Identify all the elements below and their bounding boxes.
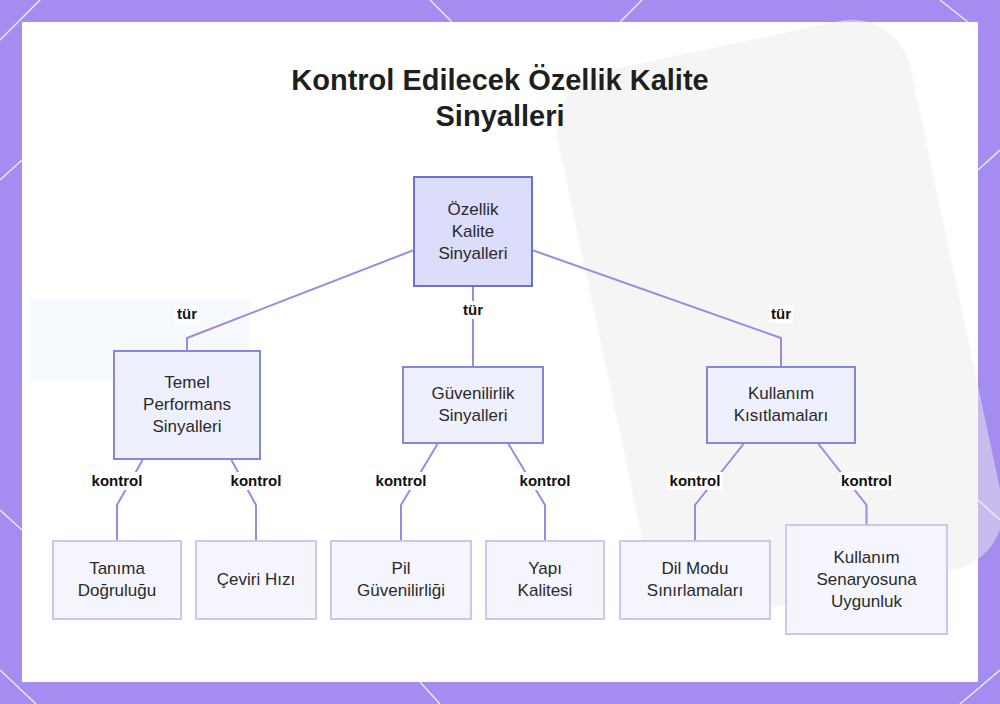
check-box: Yapı Kalitesi: [485, 540, 605, 620]
connector-line: [187, 250, 413, 350]
node-text-group: Yapı Kalitesi: [510, 558, 580, 602]
edge-label: kontrol: [90, 472, 145, 490]
node-label: Özellik Kalite Sinyalleri: [433, 199, 513, 265]
node-text-group: Dil Modu Sınırlamaları: [638, 558, 753, 602]
connector-line: [509, 444, 546, 540]
node-label: Çeviri Hızı: [217, 569, 295, 591]
edge-label: kontrol: [229, 472, 284, 490]
connector-line: [695, 444, 744, 540]
connector-line: [401, 444, 438, 540]
node-text-group: Temel Performans Sinyalleri: [135, 372, 240, 438]
root-box: Özellik Kalite Sinyalleri: [413, 176, 533, 287]
node-text-group: Kullanım Kısıtlamaları: [721, 383, 841, 427]
check-box: Kullanım Senaryosuna Uygunluk: [785, 524, 948, 635]
check-box: Pil Güvenilirliği: [330, 540, 472, 620]
diagram-title: Kontrol Edilecek Özellik Kalite Sinyalle…: [250, 62, 750, 134]
node-text-group: Çeviri Hızı: [217, 569, 295, 591]
node-label: Temel Performans Sinyalleri: [135, 372, 240, 438]
node-label: Kullanım Kısıtlamaları: [721, 383, 841, 427]
category-box: Temel Performans Sinyalleri: [113, 350, 261, 460]
check-box: Dil Modu Sınırlamaları: [619, 540, 771, 620]
node-text-group: Özellik Kalite Sinyalleri: [433, 199, 513, 265]
node-label: Kullanım Senaryosuna Uygunluk: [807, 547, 927, 613]
node-text-group: Güvenilirlik Sinyalleri: [418, 383, 528, 427]
category-box: Kullanım Kısıtlamaları: [706, 366, 856, 444]
node-text-group: Tanıma Doğruluğu: [67, 558, 167, 602]
category-box: Güvenilirlik Sinyalleri: [402, 366, 544, 444]
edge-label: kontrol: [839, 472, 894, 490]
node-label: Yapı Kalitesi: [510, 558, 580, 602]
node-text-group: Pil Güvenilirliği: [346, 558, 456, 602]
check-box: Tanıma Doğruluğu: [52, 540, 182, 620]
edge-label: kontrol: [518, 472, 573, 490]
connector-line: [533, 250, 781, 366]
node-label: Pil Güvenilirliği: [346, 558, 456, 602]
node-label: Tanıma Doğruluğu: [67, 558, 167, 602]
edge-label: tür: [769, 305, 793, 323]
edge-label: tür: [175, 305, 199, 323]
edge-label: tür: [461, 301, 485, 319]
node-label: Dil Modu Sınırlamaları: [638, 558, 753, 602]
connector-line: [472, 287, 474, 366]
check-box: Çeviri Hızı: [195, 540, 317, 620]
node-text-group: Kullanım Senaryosuna Uygunluk: [807, 547, 927, 613]
edge-label: kontrol: [374, 472, 429, 490]
edge-label: kontrol: [668, 472, 723, 490]
node-label: Güvenilirlik Sinyalleri: [418, 383, 528, 427]
